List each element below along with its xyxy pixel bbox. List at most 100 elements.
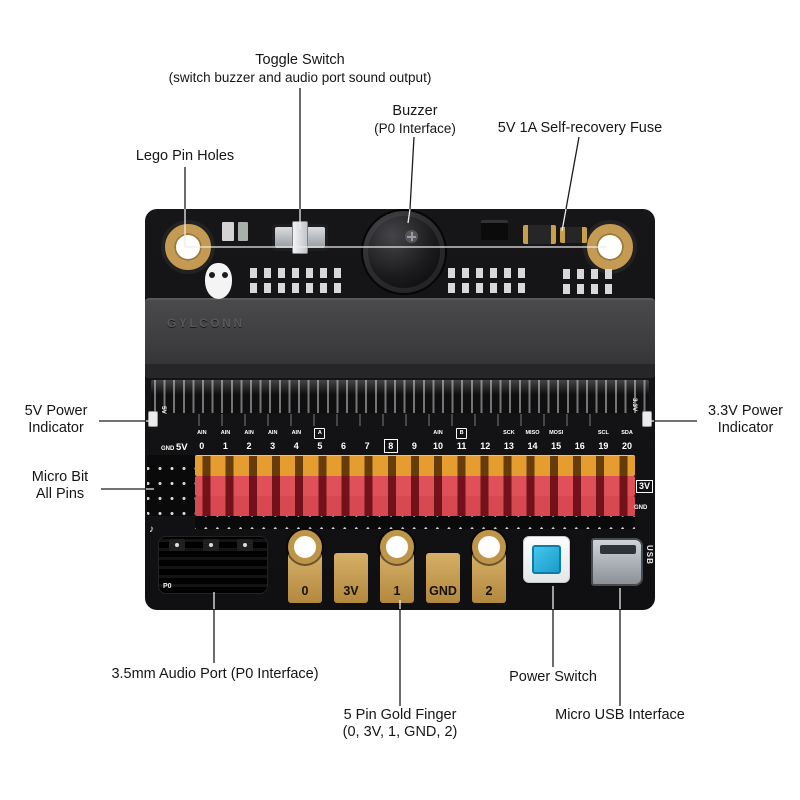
function-label: AIN xyxy=(291,430,302,436)
pin-number: 5 xyxy=(317,441,323,451)
smd-chip-1 xyxy=(222,222,234,241)
function-label xyxy=(355,428,379,439)
pin-number: 15 xyxy=(551,441,562,451)
pin-number: 11 xyxy=(456,441,467,451)
microbit-pin-block xyxy=(147,455,195,516)
function-label: MOSI xyxy=(549,430,564,436)
label-usb-interface: Micro USB Interface xyxy=(527,707,713,724)
label-lego-pin-holes: Lego Pin Holes xyxy=(105,148,265,165)
function-label: SCK xyxy=(503,430,515,436)
function-label: AIN xyxy=(267,430,278,436)
power-led-3v3 xyxy=(642,411,652,427)
croc-hole-1 xyxy=(380,530,414,564)
label-power-switch: Power Switch xyxy=(475,669,631,686)
label-title: 3.3V Power xyxy=(708,403,783,419)
edge-connector-pins xyxy=(151,380,649,413)
fuse-component-2 xyxy=(560,227,587,243)
rail-5v-left: 5V xyxy=(176,442,188,453)
label-subtitle: (0, 3V, 1, GND, 2) xyxy=(342,724,458,740)
pin-number: 12 xyxy=(480,441,491,451)
usb-port xyxy=(591,538,643,586)
header-row-red-1 xyxy=(195,476,635,496)
silk-5v: 5V xyxy=(160,406,167,414)
audio-jack-tab xyxy=(203,539,219,551)
function-label: AIN xyxy=(244,430,254,436)
header-row-yellow xyxy=(195,455,635,476)
label-title: Micro Bit xyxy=(31,469,89,485)
label-toggle-switch: Toggle Switch (switch buzzer and audio p… xyxy=(90,52,510,86)
label-subtitle: All Pins xyxy=(35,486,85,502)
brand-text: GYLCONN xyxy=(167,316,245,330)
usb-slot xyxy=(600,545,636,554)
pin-number: 1 xyxy=(222,441,228,451)
silk-3v3: 3.3V xyxy=(631,398,638,412)
pin-number: 4 xyxy=(293,441,299,451)
toggle-switch-knob xyxy=(292,221,308,254)
pin-number: 9 xyxy=(411,441,417,451)
label-title: Buzzer xyxy=(392,103,438,119)
toggle-switch xyxy=(272,221,328,254)
pin-number: 8 xyxy=(383,439,398,453)
label-microbit-all-pins: Micro Bit All Pins xyxy=(18,469,102,503)
pin-number: 3 xyxy=(270,441,276,451)
function-label: SCL xyxy=(597,430,609,436)
fuse-component-1 xyxy=(523,225,556,244)
rail-3v-right: 3V xyxy=(636,480,654,493)
edge-connector-slot: GYLCONN xyxy=(145,298,655,378)
label-title: Lego Pin Holes xyxy=(135,148,235,164)
label-3v3-power-indicator: 3.3V Power Indicator xyxy=(698,403,793,437)
pin-number: 14 xyxy=(527,441,538,451)
function-label: B xyxy=(456,428,468,439)
pin-number: 7 xyxy=(364,441,370,451)
lego-pin-hole-left xyxy=(165,224,211,270)
power-led-5v xyxy=(148,411,158,427)
label-title: 5 Pin Gold Finger xyxy=(343,707,457,723)
music-note-icon: ♪ xyxy=(149,524,154,535)
function-label xyxy=(379,428,403,439)
function-label: A xyxy=(314,428,326,439)
label-subtitle: Indicator xyxy=(717,420,774,436)
owl-logo xyxy=(205,263,232,299)
function-label: SDA xyxy=(621,430,633,436)
smd-cluster xyxy=(250,268,346,278)
function-label: AIN xyxy=(433,430,443,436)
pin-number: 19 xyxy=(598,441,609,451)
label-fuse: 5V 1A Self-recovery Fuse xyxy=(455,120,705,137)
label-title: Toggle Switch xyxy=(255,52,345,68)
smd-cluster xyxy=(563,284,615,294)
label-audio-port: 3.5mm Audio Port (P0 Interface) xyxy=(55,666,375,683)
croc-hole-0 xyxy=(288,530,322,564)
label-title: 3.5mm Audio Port (P0 Interface) xyxy=(111,666,319,682)
smd-cluster xyxy=(448,283,528,293)
label-title: 5V Power xyxy=(24,403,88,419)
smd-cluster xyxy=(250,283,346,293)
pin-number: 10 xyxy=(433,441,444,451)
smd-cluster xyxy=(563,269,615,279)
label-subtitle: Indicator xyxy=(28,420,84,436)
audio-jack-tab xyxy=(169,539,185,551)
rail-gnd-right: GND xyxy=(634,505,648,511)
function-label: MISO xyxy=(525,430,540,436)
gold-finger: 3V xyxy=(334,553,368,603)
transistor xyxy=(481,220,508,240)
solder-pin-row xyxy=(190,414,610,426)
power-switch xyxy=(523,536,570,583)
label-subtitle: (switch buzzer and audio port sound outp… xyxy=(168,70,432,85)
silk-usb: USB xyxy=(645,545,654,565)
pin-number: 6 xyxy=(341,441,347,451)
audio-jack-tab xyxy=(237,539,253,551)
pin-number: 16 xyxy=(574,441,585,451)
buzzer-screw-icon xyxy=(405,230,418,243)
function-label: AIN xyxy=(220,430,231,436)
pin-number: 13 xyxy=(503,441,514,451)
smd-cluster xyxy=(448,268,528,278)
label-5v-power-indicator: 5V Power Indicator xyxy=(10,403,102,437)
function-label xyxy=(332,428,356,439)
lego-pin-hole-right xyxy=(587,224,633,270)
buzzer xyxy=(363,211,445,293)
header-row-red-2 xyxy=(195,496,635,516)
edge-connector-slot-lip xyxy=(145,364,655,378)
